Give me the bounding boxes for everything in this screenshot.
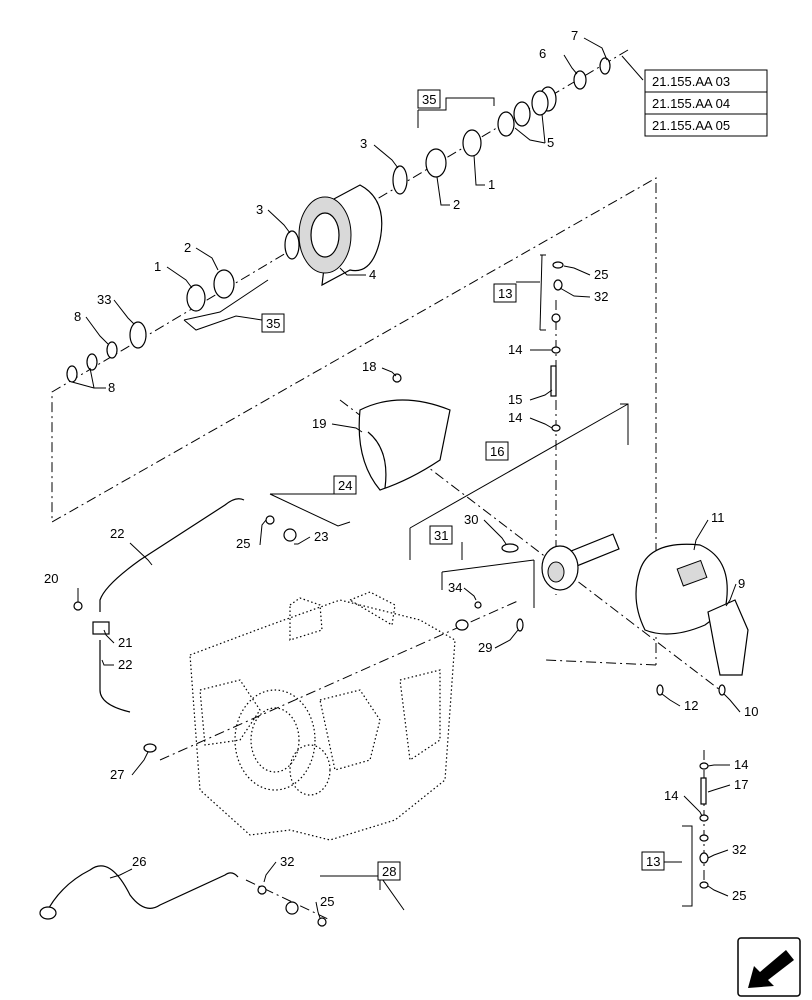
callout-32: 32 xyxy=(594,289,608,304)
reference-1[interactable]: 21.155.AA 03 xyxy=(652,74,730,89)
kit-31: 31 xyxy=(434,528,448,543)
callout-25: 25 xyxy=(594,267,608,282)
callout-1: 1 xyxy=(488,177,495,192)
reference-3[interactable]: 21.155.AA 05 xyxy=(652,118,730,133)
callout-33: 33 xyxy=(97,292,111,307)
callout-22: 22 xyxy=(118,657,132,672)
callout-2: 2 xyxy=(184,240,191,255)
callout-9: 9 xyxy=(738,576,745,591)
callout-14: 14 xyxy=(664,788,678,803)
reference-2[interactable]: 21.155.AA 04 xyxy=(652,96,730,111)
kit-35: 35 xyxy=(266,316,280,331)
callout-21: 21 xyxy=(118,635,132,650)
callout-14: 14 xyxy=(508,410,522,425)
callout-18: 18 xyxy=(362,359,376,374)
callout-32: 32 xyxy=(280,854,294,869)
callout-14: 14 xyxy=(734,757,748,772)
kit-13: 13 xyxy=(498,286,512,301)
callout-25: 25 xyxy=(732,888,746,903)
callout-6: 6 xyxy=(539,46,546,61)
kit-brackets xyxy=(183,55,693,911)
parts xyxy=(39,57,749,927)
callout-8: 8 xyxy=(108,380,115,395)
leader-lines xyxy=(71,37,741,919)
reference-table: 21.155.AA 03 21.155.AA 04 21.155.AA 05 xyxy=(644,69,768,137)
callout-3: 3 xyxy=(360,136,367,151)
callout-29: 29 xyxy=(478,640,492,655)
callout-1: 1 xyxy=(154,259,161,274)
callout-10: 10 xyxy=(744,704,758,719)
callout-5: 5 xyxy=(547,135,554,150)
callout-30: 30 xyxy=(464,512,478,527)
callout-23: 23 xyxy=(314,529,328,544)
callout-32: 32 xyxy=(732,842,746,857)
callout-22: 22 xyxy=(110,526,124,541)
callout-4: 4 xyxy=(369,267,376,282)
callout-2: 2 xyxy=(453,197,460,212)
arrow-icon[interactable] xyxy=(737,937,801,997)
callout-25: 25 xyxy=(236,536,250,551)
callout-11: 11 xyxy=(711,510,725,525)
callout-7: 7 xyxy=(571,28,578,43)
callout-25: 25 xyxy=(320,894,334,909)
kit-28: 28 xyxy=(382,864,396,879)
callout-3: 3 xyxy=(256,202,263,217)
callout-34: 34 xyxy=(448,580,462,595)
callout-20: 20 xyxy=(44,571,58,586)
kit-13: 13 xyxy=(646,854,660,869)
callout-17: 17 xyxy=(734,777,748,792)
kit-boxes: 35 35 13 16 24 31 13 28 xyxy=(261,89,665,881)
callout-15: 15 xyxy=(508,392,522,407)
kit-24: 24 xyxy=(338,478,352,493)
callout-12: 12 xyxy=(684,698,698,713)
callout-14: 14 xyxy=(508,342,522,357)
callout-27: 27 xyxy=(110,767,124,782)
kit-16: 16 xyxy=(490,444,504,459)
callout-26: 26 xyxy=(132,854,146,869)
callout-8: 8 xyxy=(74,309,81,324)
callout-19: 19 xyxy=(312,416,326,431)
kit-35: 35 xyxy=(422,92,436,107)
callout-labels: 7 6 5 1 2 3 3 4 2 1 33 8 8 18 19 25 32 1… xyxy=(44,28,758,909)
